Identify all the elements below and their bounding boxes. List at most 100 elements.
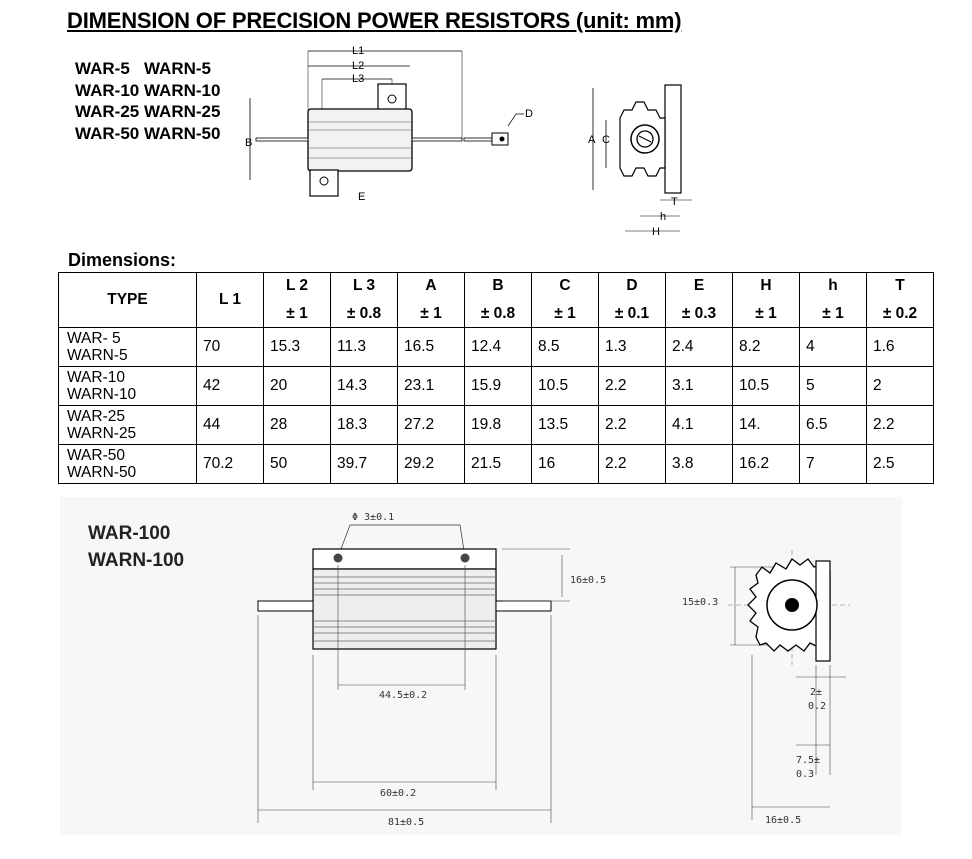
cell: 12.4 [464, 327, 532, 367]
cell: 13.5 [531, 405, 599, 445]
cell: 2.4 [665, 327, 733, 367]
cell: 14.3 [330, 366, 398, 406]
overall-length-label: 81±0.5 [388, 817, 424, 828]
label-L2: L2 [352, 60, 364, 72]
cell: 16.2 [732, 444, 800, 484]
depth-label: 16±0.5 [765, 815, 801, 826]
war100-model: WAR-100 [88, 523, 171, 544]
cell: 42 [196, 366, 264, 406]
cell: 8.2 [732, 327, 800, 367]
label-h: h [660, 211, 666, 223]
cell: 15.9 [464, 366, 532, 406]
label-E: E [358, 191, 365, 203]
cell: 50 [263, 444, 331, 484]
cell: 28 [263, 405, 331, 445]
thickness-label-a: 2± [810, 687, 822, 698]
cell: 2.2 [866, 405, 934, 445]
cell: 21.5 [464, 444, 532, 484]
cell: 16 [531, 444, 599, 484]
label-H: H [652, 226, 660, 238]
header-E: E± 0.3 [665, 272, 733, 328]
cell: 6.5 [799, 405, 867, 445]
header-H: H± 1 [732, 272, 800, 328]
cell: 5 [799, 366, 867, 406]
cell: 3.1 [665, 366, 733, 406]
header-L1: L 1 [196, 272, 264, 328]
header-h: h± 1 [799, 272, 867, 328]
cell: 10.5 [531, 366, 599, 406]
header-type: TYPE [58, 272, 197, 328]
cell: 4.1 [665, 405, 733, 445]
label-C: C [602, 134, 610, 146]
cell: 18.3 [330, 405, 398, 445]
cell: 14. [732, 405, 800, 445]
cell: 3.8 [665, 444, 733, 484]
h-label-b: 0.3 [796, 769, 814, 780]
cell: 8.5 [531, 327, 599, 367]
model-line: WAR-10 WARN-10 [75, 80, 221, 100]
header-L3: L 3± 0.8 [330, 272, 398, 328]
label-D: D [525, 108, 533, 120]
cell: 2 [866, 366, 934, 406]
page-title: DIMENSION OF PRECISION POWER RESISTORS (… [67, 8, 682, 33]
war100-drawing: Φ 3±0.1 44.5±0.2 60±0.2 81±0.5 16±0.5 15… [257, 512, 850, 828]
cell: 70 [196, 327, 264, 367]
header-D: D± 0.1 [598, 272, 666, 328]
top-dimension-drawing: L1 L2 L3 B E D A C T h H [245, 45, 692, 238]
height-label: 16±0.5 [570, 575, 606, 586]
model-line: WAR-50 WARN-50 [75, 123, 221, 143]
cell: 27.2 [397, 405, 465, 445]
label-L3: L3 [352, 73, 364, 85]
model-list: WAR-5 WARN-5 WAR-10 WARN-10 WAR-25 WARN-… [75, 58, 220, 144]
cell: 1.6 [866, 327, 934, 367]
header-T: T± 0.2 [866, 272, 934, 328]
dimensions-table: TYPE L 1 L 2± 1 L 3± 0.8 A± 1 B± 0.8 C± … [58, 272, 934, 484]
cell: 70.2 [196, 444, 264, 484]
cell: 2.5 [866, 444, 934, 484]
h-label-a: 7.5± [796, 755, 820, 766]
label-A: A [588, 134, 596, 146]
cell: 19.8 [464, 405, 532, 445]
hole-label: Φ 3±0.1 [352, 512, 394, 523]
cell: 2.2 [598, 405, 666, 445]
model-line: WAR-5 WARN-5 [75, 59, 211, 78]
cell: 23.1 [397, 366, 465, 406]
header-A: A± 1 [397, 272, 465, 328]
pitch-label: 44.5±0.2 [379, 690, 427, 701]
cell: 20 [263, 366, 331, 406]
warn100-model: WARN-100 [88, 550, 185, 571]
cell: 1.3 [598, 327, 666, 367]
body-length-label: 60±0.2 [380, 788, 416, 799]
cell: 2.2 [598, 366, 666, 406]
cell: 2.2 [598, 444, 666, 484]
cell: 44 [196, 405, 264, 445]
cell: 16.5 [397, 327, 465, 367]
model-line: WAR-25 WARN-25 [75, 102, 221, 121]
side-height-label: 15±0.3 [682, 597, 718, 608]
label-B: B [245, 137, 252, 149]
table-header-row: TYPE L 1 L 2± 1 L 3± 0.8 A± 1 B± 0.8 C± … [58, 272, 934, 328]
cell: 4 [799, 327, 867, 367]
dimensions-heading: Dimensions: [68, 250, 177, 270]
label-L1: L1 [352, 45, 364, 57]
header-B: B± 0.8 [464, 272, 532, 328]
cell: 15.3 [263, 327, 331, 367]
header-L2: L 2± 1 [263, 272, 331, 328]
cell: 11.3 [330, 327, 398, 367]
cell: 7 [799, 444, 867, 484]
war100-models: WAR-100 WARN-100 [88, 520, 184, 574]
label-T: T [671, 196, 678, 208]
thickness-label-b: 0.2 [808, 701, 826, 712]
header-C: C± 1 [531, 272, 599, 328]
cell: 39.7 [330, 444, 398, 484]
cell: 10.5 [732, 366, 800, 406]
cell: 29.2 [397, 444, 465, 484]
